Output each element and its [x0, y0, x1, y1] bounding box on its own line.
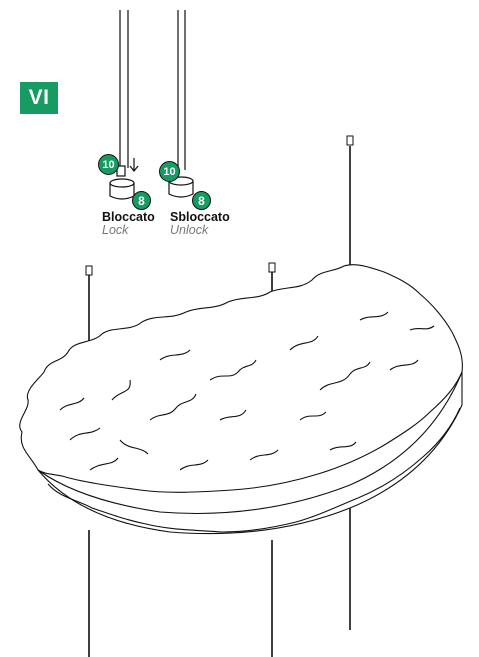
callout-number-badge: 8 — [132, 191, 151, 210]
unlock-label-it: Sbloccato — [170, 210, 230, 224]
unlock-label-en: Unlock — [170, 223, 209, 237]
callout-number-badge: 8 — [192, 191, 211, 210]
callout-number-badge: 10 — [98, 154, 119, 175]
arrow-down-icon — [129, 158, 139, 172]
callout-number-badge: 10 — [159, 161, 180, 182]
lock-caption: Bloccato Lock — [102, 211, 155, 237]
lock-label-en: Lock — [102, 223, 129, 237]
moss-lamp-body — [19, 264, 463, 535]
lock-label-it: Bloccato — [102, 210, 155, 224]
step-badge: VI — [20, 82, 58, 114]
unlock-caption: Sbloccato Unlock — [170, 211, 230, 237]
lock-connector-detail — [109, 10, 139, 200]
